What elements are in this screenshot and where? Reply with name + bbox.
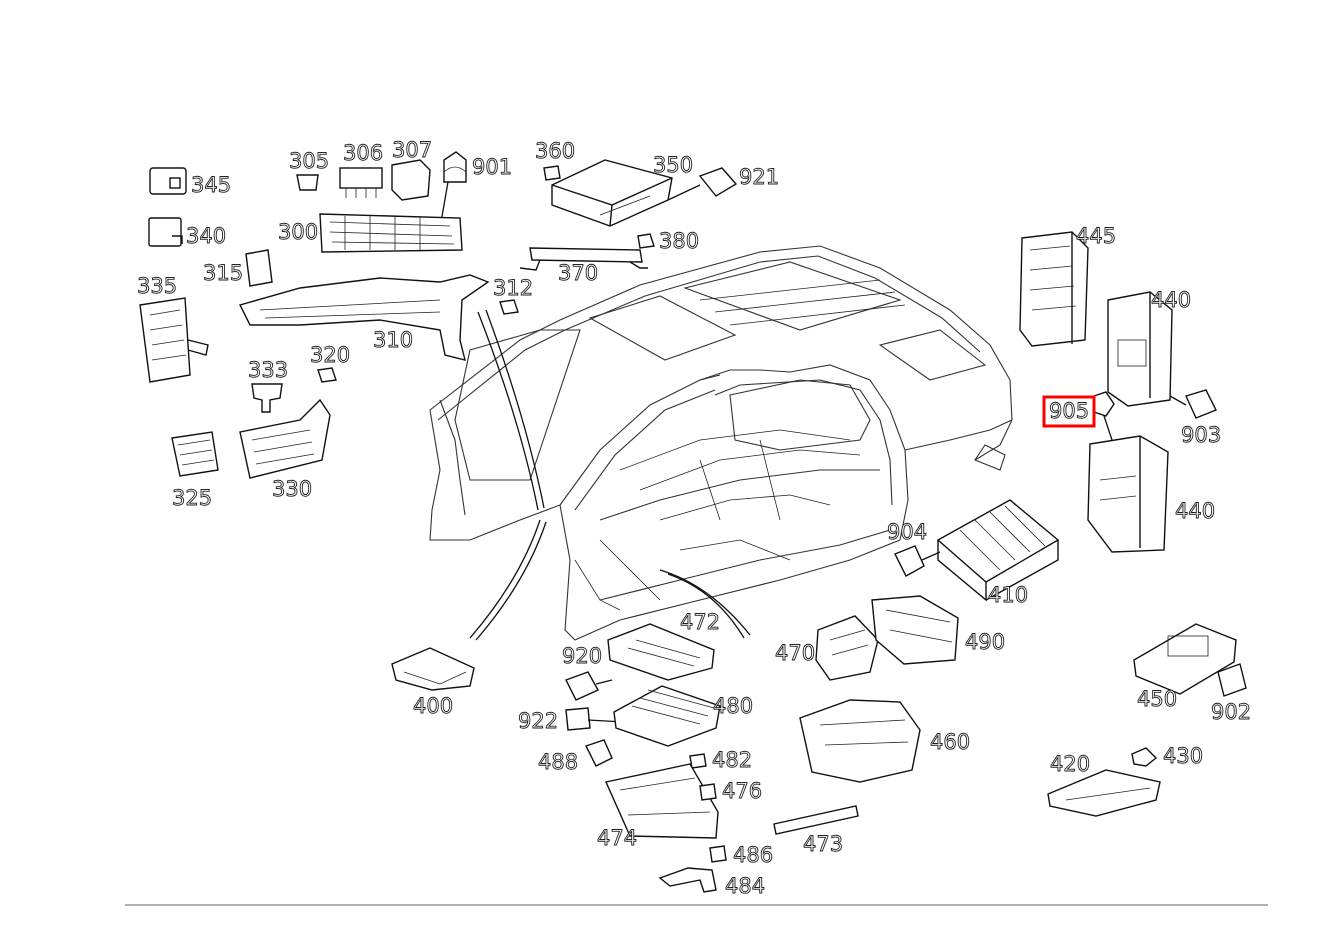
callout-476: 476 bbox=[722, 779, 762, 803]
part-400-control-unit bbox=[391, 647, 475, 691]
callout-472: 472 bbox=[680, 610, 720, 634]
callout-488: 488 bbox=[538, 750, 578, 774]
part-476-nut bbox=[699, 783, 717, 801]
callout-labels: 345 340 335 315 305 306 307 901 300 310 … bbox=[137, 138, 1252, 899]
part-470-bracket bbox=[815, 615, 879, 681]
callout-440-upper: 440 bbox=[1151, 288, 1191, 312]
part-445-fuse-box bbox=[1019, 231, 1089, 347]
part-484-bracket bbox=[658, 867, 717, 893]
callout-420: 420 bbox=[1050, 752, 1090, 776]
callout-460: 460 bbox=[930, 730, 970, 754]
callout-901: 901 bbox=[472, 155, 512, 179]
part-480-upper-control-unit bbox=[607, 623, 715, 681]
part-902-label bbox=[1217, 663, 1247, 697]
callout-480: 480 bbox=[713, 694, 753, 718]
callout-306: 306 bbox=[343, 141, 383, 165]
part-901-label bbox=[439, 151, 467, 229]
callout-473: 473 bbox=[803, 832, 843, 856]
callout-320: 320 bbox=[310, 343, 350, 367]
callout-360: 360 bbox=[535, 139, 575, 163]
part-430-nut bbox=[1131, 747, 1158, 767]
highlight-box-905 bbox=[1042, 395, 1096, 428]
part-903-label bbox=[1169, 389, 1217, 419]
callout-450: 450 bbox=[1137, 687, 1177, 711]
part-330-fuse-box bbox=[239, 398, 331, 479]
part-315-module bbox=[245, 249, 273, 287]
car-leader-lines bbox=[469, 309, 547, 641]
part-486-nut bbox=[709, 845, 727, 863]
callout-333: 333 bbox=[248, 358, 288, 382]
callout-922: 922 bbox=[518, 709, 558, 733]
callout-445: 445 bbox=[1076, 224, 1116, 248]
part-380-nut bbox=[637, 233, 655, 249]
callout-307: 307 bbox=[392, 138, 432, 162]
callout-330: 330 bbox=[272, 477, 312, 501]
part-450-control-unit bbox=[1133, 623, 1237, 695]
part-300-fuse-block bbox=[319, 213, 463, 253]
part-345-relay bbox=[149, 167, 187, 195]
callout-920: 920 bbox=[562, 644, 602, 668]
callout-370: 370 bbox=[558, 261, 598, 285]
part-370-bracket bbox=[519, 247, 648, 271]
part-306-connector bbox=[339, 167, 383, 198]
part-482-nut bbox=[689, 753, 707, 769]
callout-474: 474 bbox=[597, 826, 637, 850]
callout-921: 921 bbox=[739, 165, 779, 189]
callout-325: 325 bbox=[172, 486, 212, 510]
part-420-control-unit bbox=[1047, 769, 1161, 817]
part-904-label bbox=[894, 545, 941, 577]
part-325-fuse-box bbox=[171, 431, 219, 477]
callout-315: 315 bbox=[203, 261, 243, 285]
part-312-nut bbox=[499, 299, 519, 315]
part-360-nut bbox=[543, 165, 561, 181]
callout-482: 482 bbox=[712, 748, 752, 772]
part-307-relay bbox=[391, 159, 431, 201]
part-333-fuse bbox=[251, 383, 283, 413]
callout-484: 484 bbox=[725, 874, 765, 898]
part-460-tray bbox=[799, 699, 921, 783]
part-474-tray bbox=[605, 763, 719, 839]
callout-345: 345 bbox=[191, 173, 231, 197]
callout-903: 903 bbox=[1181, 423, 1221, 447]
callout-410: 410 bbox=[988, 583, 1028, 607]
part-490-bracket bbox=[871, 595, 959, 665]
callout-335: 335 bbox=[137, 274, 177, 298]
callout-300: 300 bbox=[278, 220, 318, 244]
part-440-upper-control-unit bbox=[1107, 291, 1173, 407]
part-473-strip bbox=[773, 805, 859, 835]
callout-470: 470 bbox=[775, 641, 815, 665]
callout-440-lower: 440 bbox=[1175, 499, 1215, 523]
callout-430: 430 bbox=[1163, 744, 1203, 768]
callout-486: 486 bbox=[733, 843, 773, 867]
part-410-control-unit bbox=[936, 499, 1060, 602]
part-472-leader bbox=[659, 569, 751, 639]
callout-490: 490 bbox=[965, 630, 1005, 654]
part-335-fuse-box bbox=[139, 297, 209, 383]
part-920-label bbox=[565, 671, 613, 701]
callout-902: 902 bbox=[1211, 700, 1251, 724]
callout-310: 310 bbox=[373, 328, 413, 352]
callout-904: 904 bbox=[887, 520, 927, 544]
part-440-lower-control-unit bbox=[1087, 435, 1169, 553]
part-340-relay bbox=[148, 217, 183, 247]
callout-350: 350 bbox=[653, 153, 693, 177]
callout-380: 380 bbox=[659, 229, 699, 253]
part-488-bracket bbox=[585, 739, 613, 767]
callout-340: 340 bbox=[186, 224, 226, 248]
part-921-label bbox=[667, 167, 738, 201]
part-922-label bbox=[565, 707, 625, 731]
part-905-label bbox=[1093, 391, 1115, 441]
part-320-nut bbox=[317, 367, 337, 383]
callout-312: 312 bbox=[493, 276, 533, 300]
callout-305: 305 bbox=[289, 149, 329, 173]
vehicle-body-shell bbox=[429, 245, 1013, 641]
callout-400: 400 bbox=[413, 694, 453, 718]
part-480-lower-control-unit bbox=[613, 685, 721, 747]
part-310-bracket bbox=[238, 274, 490, 361]
part-305-fuse bbox=[296, 174, 319, 191]
callout-905: 905 bbox=[1049, 399, 1089, 423]
